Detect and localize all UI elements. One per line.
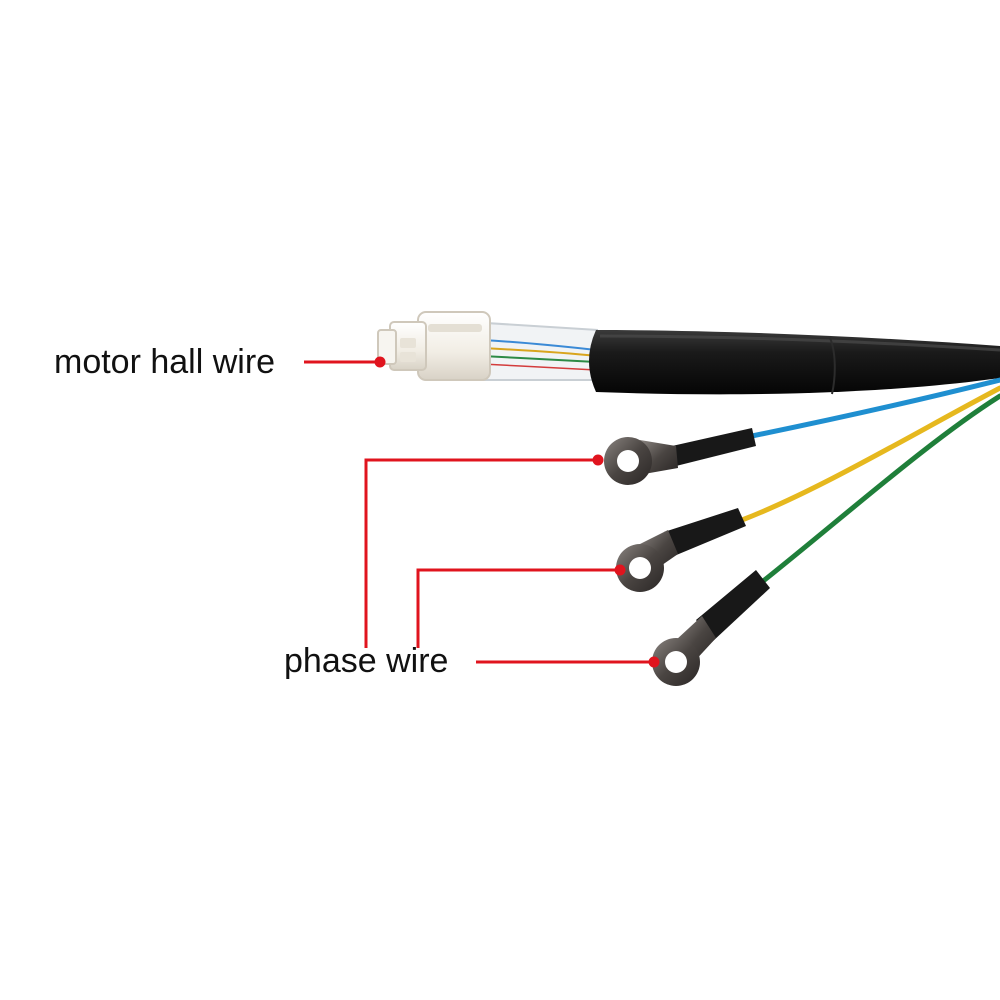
- ring-lug-middle: [616, 530, 678, 592]
- ring-lug-top: [604, 437, 678, 485]
- heat-shrink-sleeves: [664, 428, 770, 642]
- phase-wire-label: phase wire: [284, 642, 449, 680]
- leader-line-phase-middle: [416, 568, 620, 648]
- leader-dot-phase-top: [592, 454, 604, 466]
- phase-wires: [739, 377, 1000, 585]
- leader-dot-hall: [374, 356, 386, 368]
- leader-dot-phase-middle: [614, 564, 626, 576]
- motor-hall-wire-label: motor hall wire: [54, 343, 276, 381]
- leader-lines: [304, 360, 654, 664]
- clear-sleeve: [464, 321, 599, 381]
- leader-dot-phase-bottom: [648, 656, 660, 668]
- ring-lug-bottom: [652, 616, 716, 686]
- cable-jacket: [589, 330, 1000, 395]
- leader-line-phase-top: [364, 458, 598, 648]
- leader-dots: [374, 356, 660, 668]
- hall-connector: [377, 311, 491, 381]
